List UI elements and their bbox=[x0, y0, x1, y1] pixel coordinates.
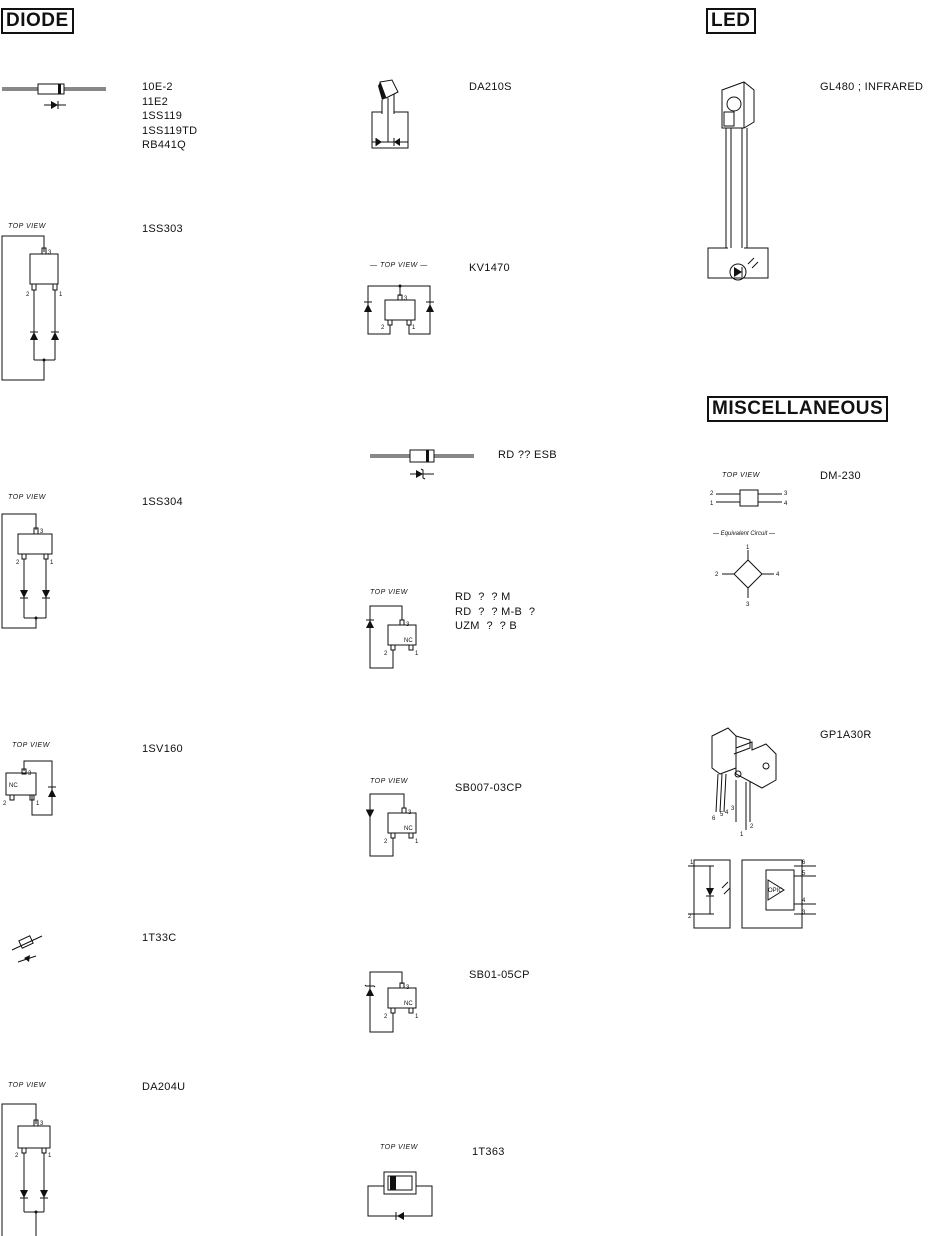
1t363-schematic bbox=[367, 1171, 433, 1220]
pin-1: 1 bbox=[710, 501, 714, 507]
pin-1: 1 bbox=[415, 839, 419, 845]
pin-4: 4 bbox=[784, 501, 788, 507]
pin-1: 1 bbox=[412, 325, 416, 331]
gp1a30r-drawing: 6 5 4 3 2 1 bbox=[711, 727, 777, 838]
label-1t33c: 1T33C bbox=[142, 932, 177, 944]
kv1470-schematic: 3 2 1 bbox=[364, 284, 434, 335]
label-1sv160: 1SV160 bbox=[142, 743, 183, 755]
top-view-label: TOP VIEW bbox=[8, 1082, 46, 1089]
pin-3: 3 bbox=[40, 529, 44, 535]
pin-2: 2 bbox=[381, 325, 385, 331]
label-diode-group1: 10E-2 11E2 1SS119 1SS119TD RB441Q bbox=[142, 81, 198, 151]
top-view-label: — TOP VIEW — bbox=[370, 262, 428, 269]
pin-2: 2 bbox=[750, 824, 754, 830]
pin-3: 3 bbox=[28, 771, 32, 777]
pin-2: 2 bbox=[688, 914, 692, 920]
label-rd-esb: RD ?? ESB bbox=[498, 449, 557, 461]
top-view-label: TOP VIEW bbox=[12, 742, 50, 749]
pin-4: 4 bbox=[776, 572, 780, 578]
equivalent-circuit-label: — Equivalent Circuit — bbox=[713, 531, 776, 537]
pin-3: 3 bbox=[40, 1121, 44, 1127]
pin-6: 6 bbox=[712, 816, 716, 822]
pin-3: 3 bbox=[784, 491, 788, 497]
nc-label: NC bbox=[404, 638, 413, 644]
pin-1: 1 bbox=[415, 651, 419, 657]
sb007-schematic: NC 3 2 1 bbox=[366, 793, 419, 857]
top-view-label: TOP VIEW bbox=[8, 223, 46, 230]
dm230-equivalent-circuit: 1 2 4 3 bbox=[715, 545, 780, 608]
pin-2: 2 bbox=[384, 651, 388, 657]
nc-label: NC bbox=[404, 1001, 413, 1007]
label-dm230: DM-230 bbox=[820, 470, 861, 482]
pin-3: 3 bbox=[408, 810, 412, 816]
rd-esb-drawing bbox=[370, 449, 474, 480]
1ss304-schematic: 3 2 1 bbox=[1, 513, 54, 629]
top-view-label: TOP VIEW bbox=[8, 494, 46, 501]
top-view-label: TOP VIEW bbox=[370, 778, 408, 785]
da204u-schematic: 3 2 1 bbox=[1, 1103, 52, 1236]
gl480-drawing bbox=[707, 81, 769, 281]
pin-3: 3 bbox=[404, 296, 408, 302]
pin-1: 1 bbox=[48, 1153, 52, 1159]
label-1ss303: 1SS303 bbox=[142, 223, 183, 235]
label-kv1470: KV1470 bbox=[469, 262, 510, 274]
pin-5: 5 bbox=[720, 812, 724, 818]
1ss303-schematic: 3 2 1 bbox=[1, 235, 63, 381]
pin-6: 6 bbox=[802, 860, 806, 866]
pin-1: 1 bbox=[50, 560, 54, 566]
label-1t363: 1T363 bbox=[472, 1146, 505, 1158]
pin-3: 3 bbox=[746, 602, 750, 608]
pin-2: 2 bbox=[384, 839, 388, 845]
label-gl480: GL480 ; INFRARED bbox=[820, 81, 924, 93]
pin-2: 2 bbox=[384, 1014, 388, 1020]
top-view-label: TOP VIEW bbox=[380, 1144, 418, 1151]
top-view-label: TOP VIEW bbox=[722, 472, 760, 479]
pin-2: 2 bbox=[15, 1153, 19, 1159]
label-rd-group: RD ? ? M RD ? ? M-B ? UZM ? ? B bbox=[455, 591, 536, 632]
pin-5: 5 bbox=[802, 871, 806, 877]
1sv160-schematic: NC 3 2 1 bbox=[3, 760, 56, 816]
pin-1: 1 bbox=[690, 860, 694, 866]
axial-diode-drawing bbox=[2, 83, 106, 109]
label-sb01-05cp: SB01-05CP bbox=[469, 969, 530, 981]
opic-label: OPIC bbox=[768, 888, 783, 894]
pin-2: 2 bbox=[16, 560, 20, 566]
pin-1: 1 bbox=[36, 801, 40, 807]
pin-1: 1 bbox=[740, 832, 744, 838]
nc-label: NC bbox=[404, 826, 413, 832]
nc-label: NC bbox=[9, 783, 18, 789]
label-1ss304: 1SS304 bbox=[142, 496, 183, 508]
rd-m-schematic: NC 3 2 1 bbox=[366, 605, 419, 669]
pin-2: 2 bbox=[715, 572, 719, 578]
label-gp1a30r: GP1A30R bbox=[820, 729, 872, 741]
pin-4: 4 bbox=[725, 810, 729, 816]
section-header-miscellaneous: MISCELLANEOUS bbox=[707, 396, 889, 422]
section-header-diode: DIODE bbox=[1, 8, 74, 34]
pin-1: 1 bbox=[415, 1014, 419, 1020]
pin-2: 2 bbox=[3, 801, 7, 807]
pin-2: 2 bbox=[26, 292, 30, 298]
pin-3: 3 bbox=[48, 250, 52, 256]
pin-3: 3 bbox=[802, 910, 806, 916]
section-header-led: LED bbox=[706, 8, 756, 34]
label-sb007-03cp: SB007-03CP bbox=[455, 782, 523, 794]
pin-2: 2 bbox=[710, 491, 714, 497]
pin-3: 3 bbox=[406, 985, 410, 991]
gp1a30r-schematic: OPIC 1 2 6 5 4 3 bbox=[688, 859, 816, 929]
pin-1: 1 bbox=[59, 292, 63, 298]
pin-1: 1 bbox=[746, 545, 750, 551]
pin-3: 3 bbox=[731, 806, 735, 812]
label-da210s: DA210S bbox=[469, 81, 512, 93]
sb01-schematic: NC 3 2 1 bbox=[364, 971, 419, 1033]
top-view-label: TOP VIEW bbox=[370, 589, 408, 596]
label-da204u: DA204U bbox=[142, 1081, 186, 1093]
1t33c-drawing bbox=[11, 935, 43, 963]
dm230-drawing: 2 1 3 4 bbox=[710, 489, 788, 507]
pin-4: 4 bbox=[802, 898, 806, 904]
pin-3: 3 bbox=[406, 622, 410, 628]
da210s-drawing bbox=[371, 79, 409, 149]
